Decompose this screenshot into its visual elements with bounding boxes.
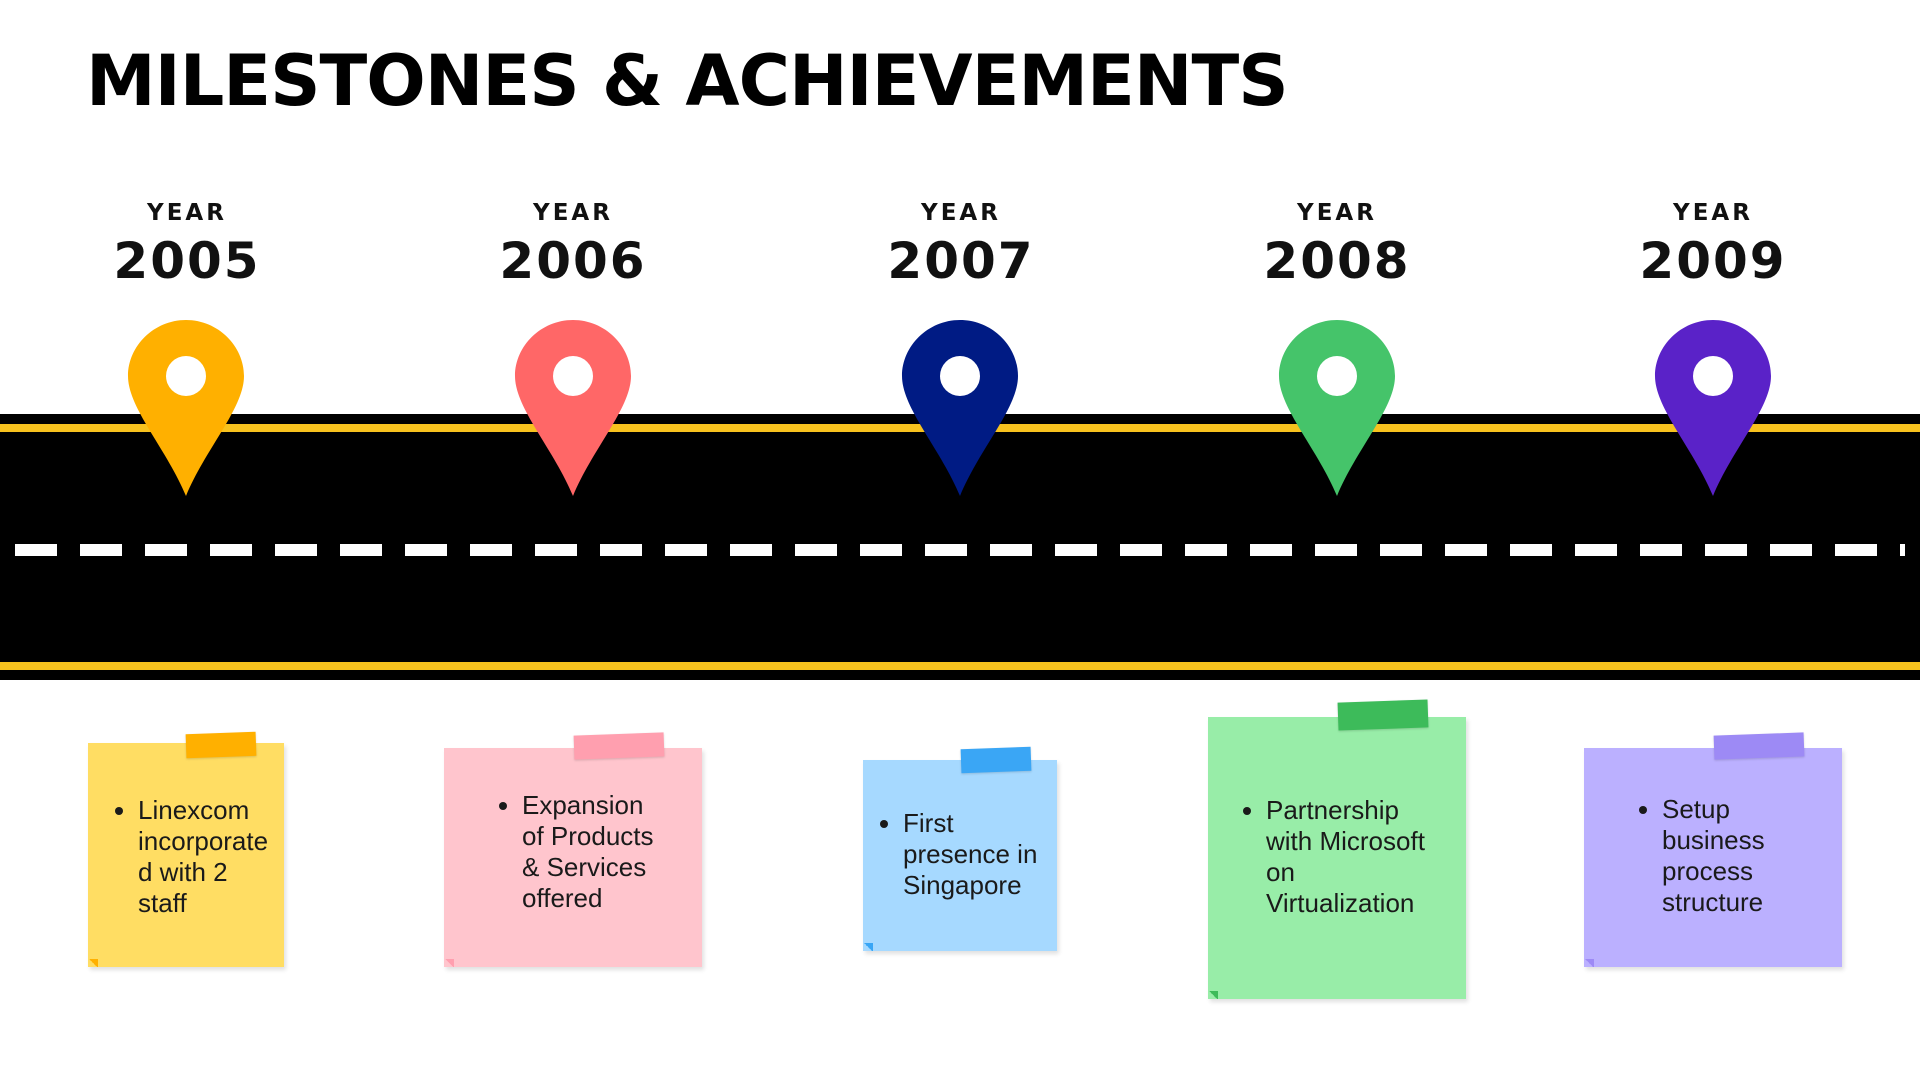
milestone-description: Setup business process structure <box>1662 794 1834 918</box>
milestone-description: Partnership with Microsoft on Virtualiza… <box>1266 795 1458 919</box>
sticky-note: Expansion of Products & Services offered <box>444 732 702 967</box>
note-tape <box>1713 732 1805 760</box>
note-curl <box>863 943 873 951</box>
note-tape <box>185 731 257 759</box>
sticky-note: Setup business process structure <box>1584 732 1842 967</box>
map-pin-icon <box>902 320 1018 496</box>
year-block: YEAR 2006 <box>453 0 693 290</box>
map-pin-icon <box>1655 320 1771 496</box>
year-block: YEAR 2005 <box>67 0 307 290</box>
page-title: MILESTONES & ACHIEVEMENTS <box>86 40 1289 122</box>
note-tape <box>960 746 1032 774</box>
note-tape <box>1337 699 1429 731</box>
map-pin-icon <box>515 320 631 496</box>
year-block: YEAR 2007 <box>841 0 1081 290</box>
year-label: YEAR <box>1297 200 1377 226</box>
road-center-dashes <box>15 544 1905 556</box>
note-tape <box>573 732 665 760</box>
sticky-note: Partnership with Microsoft on Virtualiza… <box>1208 699 1466 999</box>
milestone-description: Linexcom incorporate d with 2 staff <box>138 795 276 919</box>
note-curl <box>1584 959 1594 967</box>
year-label: YEAR <box>533 200 613 226</box>
year-label: YEAR <box>1673 200 1753 226</box>
year-value: 2007 <box>887 232 1035 290</box>
road-edge-bottom <box>0 662 1920 670</box>
year-label: YEAR <box>921 200 1001 226</box>
year-value: 2009 <box>1639 232 1787 290</box>
milestone-description: First presence in Singapore <box>903 808 1049 901</box>
sticky-note: Linexcom incorporate d with 2 staff <box>88 731 284 967</box>
year-value: 2006 <box>499 232 647 290</box>
year-label: YEAR <box>147 200 227 226</box>
map-pin-icon <box>1279 320 1395 496</box>
year-value: 2008 <box>1263 232 1411 290</box>
year-value: 2005 <box>113 232 261 290</box>
year-block: YEAR 2008 <box>1217 0 1457 290</box>
milestone-description: Expansion of Products & Services offered <box>522 790 694 914</box>
note-curl <box>1208 991 1218 999</box>
note-curl <box>88 959 98 967</box>
map-pin-icon <box>128 320 244 496</box>
sticky-note: First presence in Singapore <box>863 746 1057 951</box>
year-block: YEAR 2009 <box>1593 0 1833 290</box>
note-curl <box>444 959 454 967</box>
